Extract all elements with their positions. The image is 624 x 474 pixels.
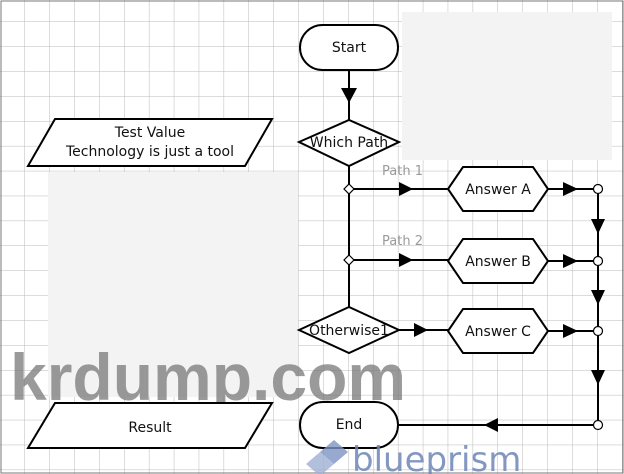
- answer-c-stage[interactable]: Answer C: [446, 308, 550, 354]
- end-label: End: [336, 417, 363, 433]
- start-stage[interactable]: Start: [299, 24, 399, 71]
- junction-nodes: [343, 183, 604, 431]
- flow-arrows: [341, 88, 605, 432]
- answer-c-label: Answer C: [465, 324, 531, 340]
- blank-patch: [48, 172, 298, 397]
- decision-otherwise[interactable]: Otherwise1: [296, 305, 402, 355]
- data-item-name: Test Value: [114, 125, 185, 141]
- blueprism-logo: blueprism: [306, 440, 521, 474]
- data-item-test-value[interactable]: Test Value Technology is just a tool: [26, 118, 274, 167]
- answer-b-stage[interactable]: Answer B: [446, 238, 550, 284]
- start-label: Start: [332, 40, 367, 56]
- answer-a-stage[interactable]: Answer A: [446, 166, 550, 212]
- path1-label: Path 1: [382, 164, 423, 179]
- answer-a-label: Answer A: [465, 182, 531, 198]
- otherwise-label: Otherwise1: [309, 323, 389, 339]
- end-stage[interactable]: End: [299, 401, 399, 449]
- logo-text: blueprism: [352, 440, 521, 474]
- answer-b-label: Answer B: [465, 254, 531, 270]
- decision-label: Which Path: [310, 135, 388, 151]
- path2-label: Path 2: [382, 234, 423, 249]
- result-label: Result: [128, 420, 172, 436]
- data-item-value: Technology is just a tool: [65, 144, 234, 160]
- decision-which-path[interactable]: Which Path: [296, 118, 402, 168]
- data-item-result[interactable]: Result: [26, 402, 274, 449]
- blank-patch: [402, 12, 612, 160]
